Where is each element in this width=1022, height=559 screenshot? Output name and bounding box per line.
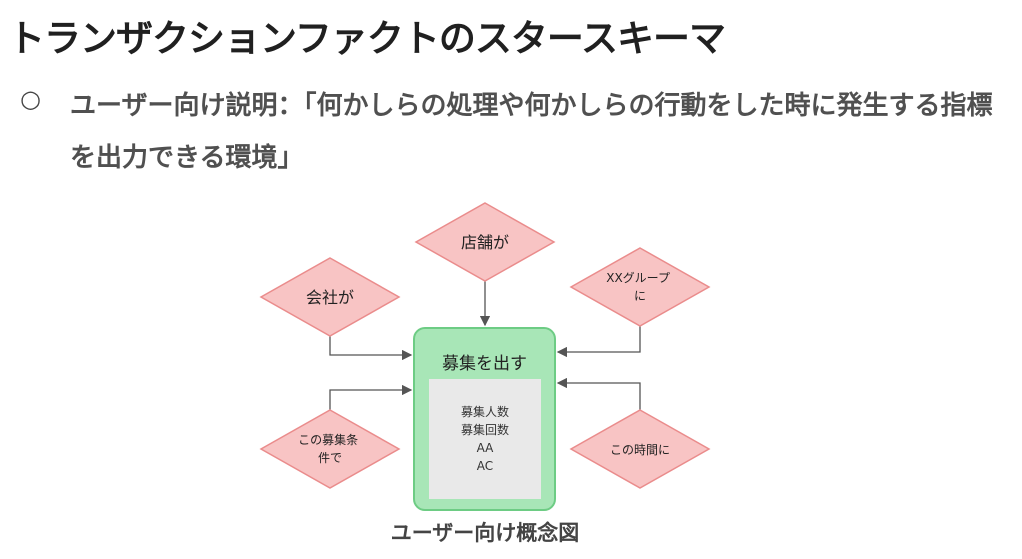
dimension-store: 店舗が: [414, 202, 556, 282]
page-title: トランザクションファクトのスタースキーマ: [8, 17, 726, 60]
measure-item: 募集人数: [460, 405, 509, 419]
bullet-marker: ○: [20, 85, 41, 113]
dimension-condition-label-line2: 件で: [318, 451, 342, 465]
dimension-condition: この募集条 件で: [259, 409, 401, 489]
svg-text:この時間に: この時間に: [610, 443, 670, 457]
dimension-condition-shape: [259, 409, 401, 489]
dimension-group-label-line1: XXグループ: [606, 271, 670, 285]
svg-text:XXグループ に: XXグループ に: [606, 271, 674, 303]
svg-text:店舗が: 店舗が: [461, 233, 509, 252]
dimension-time-label: この時間に: [610, 443, 670, 457]
connector-company: [329, 336, 413, 361]
measure-item: AC: [476, 459, 494, 473]
dimension-group: XXグループ に: [569, 247, 711, 327]
dimension-condition-label-line1: この募集条: [298, 432, 358, 447]
measure-item: 募集回数: [460, 423, 509, 437]
connector-group: [556, 326, 641, 358]
dimension-group-shape: [569, 247, 711, 327]
dimension-company-shape: [259, 257, 401, 337]
dimension-company-label: 会社が: [306, 288, 354, 307]
fact-title: 募集を出す: [442, 354, 527, 374]
measure-list: 募集人数 募集回数 AA AC: [429, 379, 541, 499]
connector-condition: [329, 384, 413, 410]
fact-table: 募集を出す 募集人数 募集回数 AA AC: [413, 327, 556, 511]
dimension-group-label-line2: に: [634, 289, 646, 303]
dimension-store-shape: [414, 202, 556, 282]
measure-item: AA: [476, 441, 494, 455]
connectors: [329, 281, 641, 410]
dimension-company: 会社が: [259, 257, 401, 337]
connector-time: [556, 377, 641, 410]
svg-text:この募集条 件で: この募集条 件で: [298, 432, 362, 465]
dimension-time: この時間に: [569, 409, 711, 489]
dimension-time-shape: [569, 409, 711, 489]
diagram-caption: ユーザー向け概念図: [390, 521, 580, 545]
description-text: ユーザー向け説明：「何かしらの処理や何かしらの行動をした時に発生する指標を出力で…: [70, 91, 993, 173]
svg-text:会社が: 会社が: [306, 288, 354, 307]
dimension-store-label: 店舗が: [461, 233, 509, 252]
